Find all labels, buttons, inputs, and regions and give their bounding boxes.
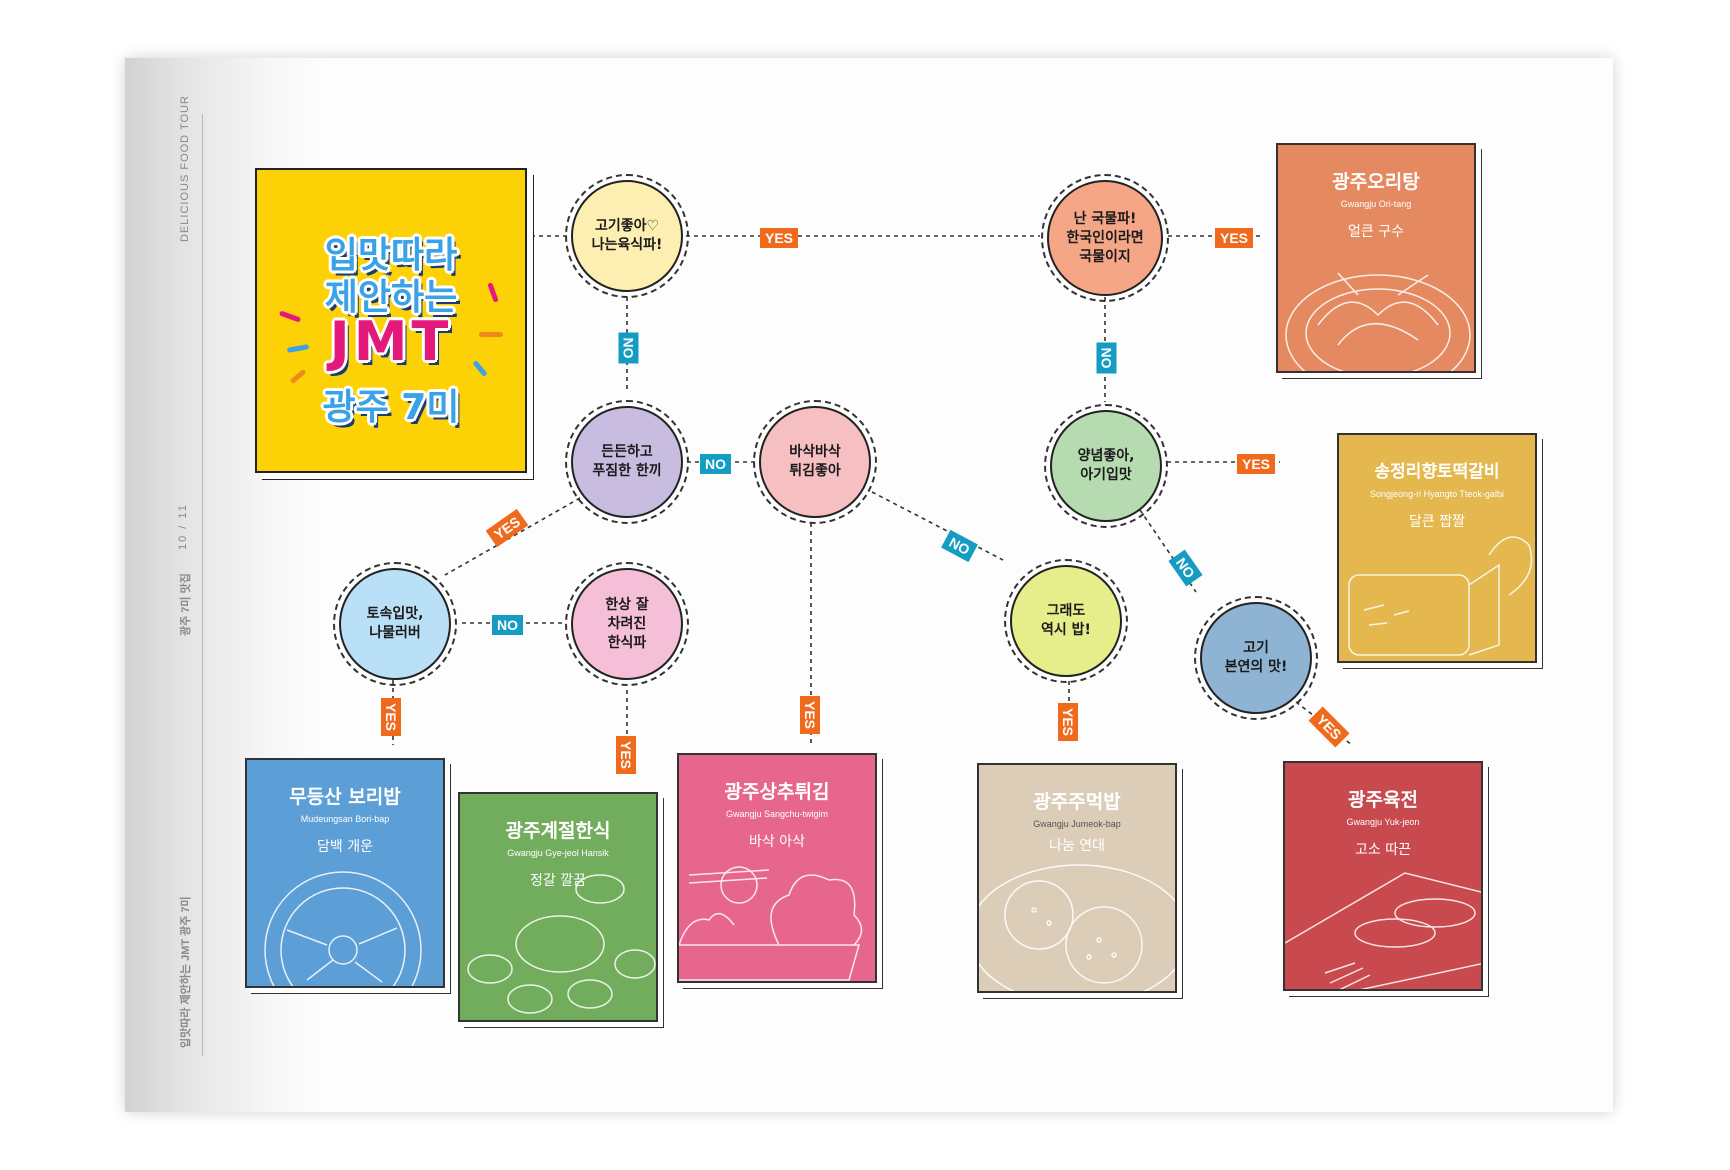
card-title: 광주주먹밥 [1033, 791, 1121, 813]
no-tag: NO [700, 454, 731, 474]
card-taste: 달큰 짭짤 [1409, 514, 1465, 530]
node-crispy-fried-label: 바삭바삭 튀김좋아 [789, 444, 841, 479]
node-hearty-meal: 든든하고 푸짐한 한끼 [565, 400, 689, 524]
title-box: 입맛따라 제안하는 JMT 광주 7미 [255, 168, 527, 473]
card-taste: 정갈 깔끔 [530, 873, 586, 889]
yes-tag: YES [760, 228, 799, 248]
tteokgalbi-illustration-icon [1348, 536, 1533, 656]
node-herbal-taste: 토속입맛, 나물러버 [333, 562, 457, 686]
korean-meal-illustration-icon [467, 874, 656, 1014]
card-title: 광주오리탕 [1332, 171, 1420, 193]
yukjeon-illustration-icon [1285, 872, 1481, 989]
node-soup-lover: 난 국물파! 한국인이라면 국물이지 [1041, 174, 1169, 302]
yes-tag: YES [1237, 454, 1276, 474]
card-tteokgalbi: 송정리향토떡갈비 Songjeong-ri Hyangto Tteok-galb… [1337, 433, 1537, 663]
node-rice-lover-label: 그래도 역시 밥! [1041, 603, 1091, 638]
spine-rule [202, 114, 203, 1056]
title-line-2: 제안하는 [324, 277, 458, 318]
node-full-table: 한상 잘 차려진 한식파 [565, 562, 689, 686]
node-pure-meat-label: 고기 본연의 맛! [1224, 640, 1288, 675]
card-title: 광주육전 [1348, 789, 1418, 811]
spine-brand: DELICIOUS FOOD TOUR [179, 95, 191, 242]
card-title: 무등산 보리밥 [289, 786, 401, 808]
card-english-name: Gwangju Jumeok-bap [1033, 819, 1121, 829]
card-oritang: 광주오리탕 Gwangju Ori-tang 얼큰 구수 [1276, 143, 1476, 373]
title-line-4: 광주 7미 [322, 387, 460, 428]
card-taste: 얼큰 구수 [1348, 224, 1404, 240]
yes-tag: YES [616, 735, 637, 775]
card-twigim: 광주상추튀김 Gwangju Sangchu-twigim 바삭 아삭 [677, 753, 877, 983]
node-meat-lover: 고기좋아♡ 나는육식파! [565, 174, 689, 298]
spine-section: 광주 7미 맛집 [180, 573, 192, 636]
yes-tag: YES [1215, 228, 1254, 248]
card-jumeokbap: 광주주먹밥 Gwangju Jumeok-bap 나눔 연대 [977, 763, 1177, 993]
card-title: 광주계절한식 [505, 820, 611, 842]
node-hearty-meal-label: 든든하고 푸짐한 한끼 [592, 444, 662, 479]
page-numbers: 10 / 11 [177, 503, 189, 550]
card-taste: 나눔 연대 [1049, 838, 1105, 854]
no-tag: NO [1096, 342, 1117, 374]
card-hansik: 광주계절한식 Gwangju Gye-jeol Hansik 정갈 깔끔 [458, 792, 658, 1022]
node-sauce-lover-label: 양념좋아, 아기입맛 [1077, 448, 1135, 483]
card-taste: 고소 따끈 [1355, 842, 1411, 858]
fried-lettuce-illustration-icon [679, 866, 863, 981]
yes-tag: YES [800, 695, 821, 735]
node-full-table-label: 한상 잘 차려진 한식파 [605, 596, 649, 651]
node-meat-lover-label: 고기좋아♡ 나는육식파! [591, 218, 663, 253]
card-english-name: Mudeungsan Bori-bap [300, 814, 390, 824]
node-rice-lover: 그래도 역시 밥! [1004, 559, 1128, 683]
title-line-3: JMT [329, 310, 453, 373]
card-title: 송정리향토떡갈비 [1374, 462, 1500, 482]
node-soup-lover-label: 난 국물파! 한국인이라면 국물이지 [1066, 210, 1144, 265]
card-english-name: Songjeong-ri Hyangto Tteok-galbi [1370, 489, 1504, 499]
card-english-name: Gwangju Gye-jeol Hansik [507, 848, 609, 858]
no-tag: NO [618, 332, 639, 364]
node-sauce-lover: 양념좋아, 아기입맛 [1044, 404, 1168, 528]
node-herbal-taste-label: 토속입맛, 나물러버 [366, 606, 424, 641]
card-yukjeon: 광주육전 Gwangju Yuk-jeon 고소 따끈 [1283, 761, 1483, 991]
title-sparkle [479, 332, 503, 337]
card-english-name: Gwangju Sangchu-twigim [725, 809, 829, 819]
yes-tag: YES [381, 697, 402, 737]
duck-soup-illustration-icon [1285, 272, 1471, 371]
title-line-1: 입맛따라 [324, 235, 458, 276]
card-title: 광주상추튀김 [724, 781, 830, 803]
no-tag: NO [492, 615, 523, 635]
node-crispy-fried: 바삭바삭 튀김좋아 [753, 400, 877, 524]
card-english-name: Gwangju Ori-tang [1340, 199, 1412, 209]
card-taste: 바삭 아삭 [749, 834, 805, 850]
bibimbap-illustration-icon [264, 871, 422, 986]
rice-ball-illustration-icon [979, 864, 1175, 991]
card-boribap: 무등산 보리밥 Mudeungsan Bori-bap 담백 개운 [245, 758, 445, 988]
spine-footer: 입맛따라 제안하는 JMT 광주 7미 [180, 896, 192, 1048]
card-english-name: Gwangju Yuk-jeon [1346, 817, 1420, 827]
card-taste: 담백 개운 [317, 839, 373, 855]
node-pure-meat: 고기 본연의 맛! [1194, 596, 1318, 720]
yes-tag: YES [1058, 702, 1079, 742]
